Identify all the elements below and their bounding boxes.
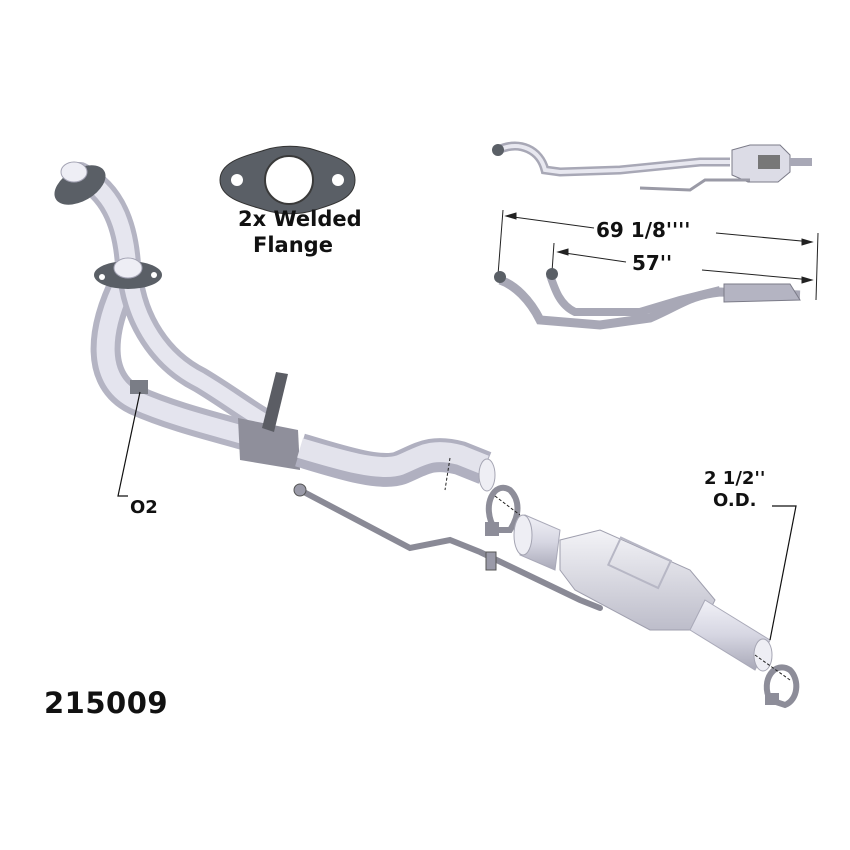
reference-view-isometric xyxy=(494,268,801,330)
inlet-flange-upper xyxy=(54,161,106,205)
outlet-diameter-unit: O.D. xyxy=(712,490,757,511)
reference-view-side xyxy=(492,141,812,192)
inlet-outlet-length-dimension: 57'' xyxy=(632,251,673,275)
outlet-diameter-callout: 2 1/2'' O.D. xyxy=(704,468,765,512)
overall-length-dimension: 69 1/8'''' xyxy=(596,218,691,242)
hanger-rod xyxy=(293,483,603,611)
o2-leader-line xyxy=(117,391,141,497)
flange-callout-line1: 2x Welded xyxy=(238,207,362,231)
part-number: 215009 xyxy=(44,686,169,720)
outlet-diameter-value: 2 1/2'' xyxy=(704,468,766,489)
clamp-outlet xyxy=(754,654,800,709)
o2-sensor-label: O2 xyxy=(130,497,158,518)
flange-callout: 2x Welded Flange xyxy=(238,206,362,258)
y-pipe xyxy=(67,162,496,492)
catalytic-converter xyxy=(513,514,773,672)
od-leader-line xyxy=(769,505,797,641)
flange-callout-line2: Flange xyxy=(253,233,333,257)
dimension-lines xyxy=(497,209,819,301)
clamp-inlet xyxy=(485,484,521,536)
inlet-flange-lower xyxy=(94,257,162,289)
o2-sensor-bung xyxy=(130,380,148,394)
flange-gasket-icon xyxy=(219,145,356,215)
